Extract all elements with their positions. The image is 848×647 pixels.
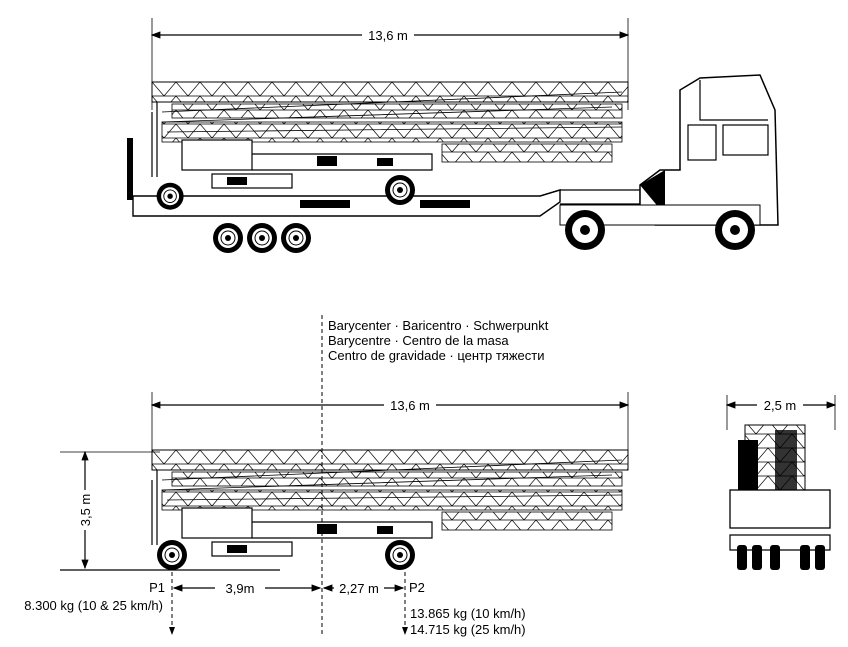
height-label: 3,5 m bbox=[78, 494, 93, 527]
p2-load-25: 14.715 kg (25 km/h) bbox=[410, 622, 526, 637]
truck-transport-view: 13,6 m bbox=[127, 18, 779, 254]
folded-crane bbox=[151, 81, 629, 189]
crane-side-view: 13,6 m 3,5 m P1 8.300 kg (10 & 25 km/h) … bbox=[24, 392, 630, 637]
trailer-wheel bbox=[212, 222, 244, 254]
length-label: 13,6 m bbox=[368, 28, 408, 43]
center-of-mass-label-2: Barycentre · Centro de la masa bbox=[328, 333, 509, 348]
p2-load-10: 13.865 kg (10 km/h) bbox=[410, 606, 526, 621]
trailer-wheel bbox=[246, 222, 278, 254]
p1-distance-label: 3,9m bbox=[226, 581, 255, 596]
axle-wheel-p2 bbox=[384, 539, 416, 571]
trailer bbox=[127, 138, 641, 254]
trailer-wheel bbox=[280, 222, 312, 254]
folded-crane bbox=[151, 449, 629, 557]
center-of-mass-label-1: Barycenter · Baricentro · Schwerpunkt bbox=[328, 318, 549, 333]
p1-load: 8.300 kg (10 & 25 km/h) bbox=[24, 598, 163, 613]
crane-end-view: 2,5 m bbox=[725, 395, 837, 570]
p2-distance-label: 2,27 m bbox=[339, 581, 379, 596]
center-of-mass-label-3: Centro de gravidade · центр тяжести bbox=[328, 348, 545, 363]
p1-label: P1 bbox=[149, 580, 165, 595]
width-label: 2,5 m bbox=[764, 398, 797, 413]
length-label: 13,6 m bbox=[390, 398, 430, 413]
axle-wheel-p1 bbox=[156, 539, 188, 571]
truck-cab bbox=[559, 74, 779, 250]
p2-label: P2 bbox=[409, 580, 425, 595]
